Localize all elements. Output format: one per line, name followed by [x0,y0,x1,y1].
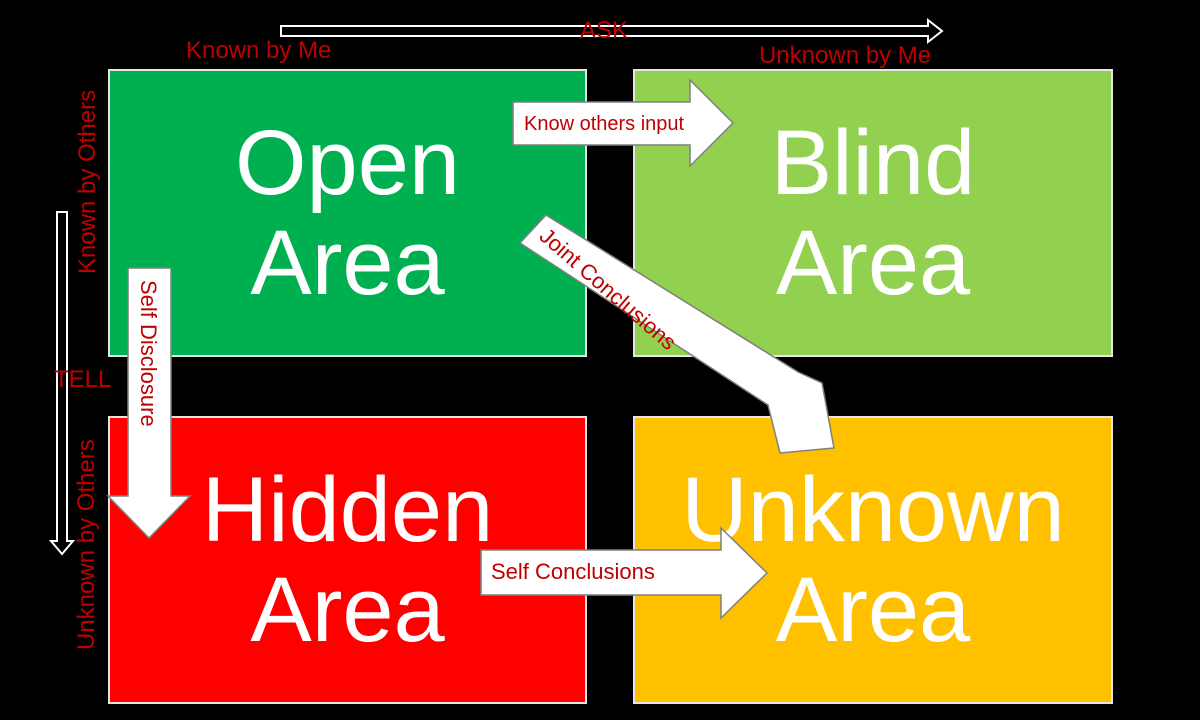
unknown-area-title: Unknown [681,459,1065,561]
open-area-quadrant: Open Area [108,69,587,357]
know-others-input-label: Know others input [524,113,685,135]
self-disclosure-arrow [106,267,192,540]
blind-area-subtitle: Area [775,212,971,314]
unknown-area-quadrant: Unknown Area [633,416,1113,704]
known-by-me-label: Known by Me [186,37,332,64]
blind-area-title: Blind [770,112,976,214]
hidden-area-title: Hidden [201,459,494,561]
unknown-by-me-label: Unknown by Me [759,42,932,69]
open-area-title: Open [234,112,461,214]
ask-arrow [280,17,944,45]
blind-area-quadrant: Blind Area [633,69,1113,357]
self-conclusions-arrow [480,526,769,620]
tell-arrow [48,211,76,556]
open-area-subtitle: Area [250,212,445,314]
unknown-area-subtitle: Area [775,559,971,661]
self-disclosure-label: Self Disclosure [136,280,161,427]
tell-label: TELL [54,366,112,393]
self-conclusions-label: Self Conclusions [491,559,655,584]
know-others-input-arrow [512,78,735,168]
hidden-area-subtitle: Area [250,559,445,661]
ask-label: ASK [580,17,629,44]
joint-conclusions-arrow [518,214,835,454]
